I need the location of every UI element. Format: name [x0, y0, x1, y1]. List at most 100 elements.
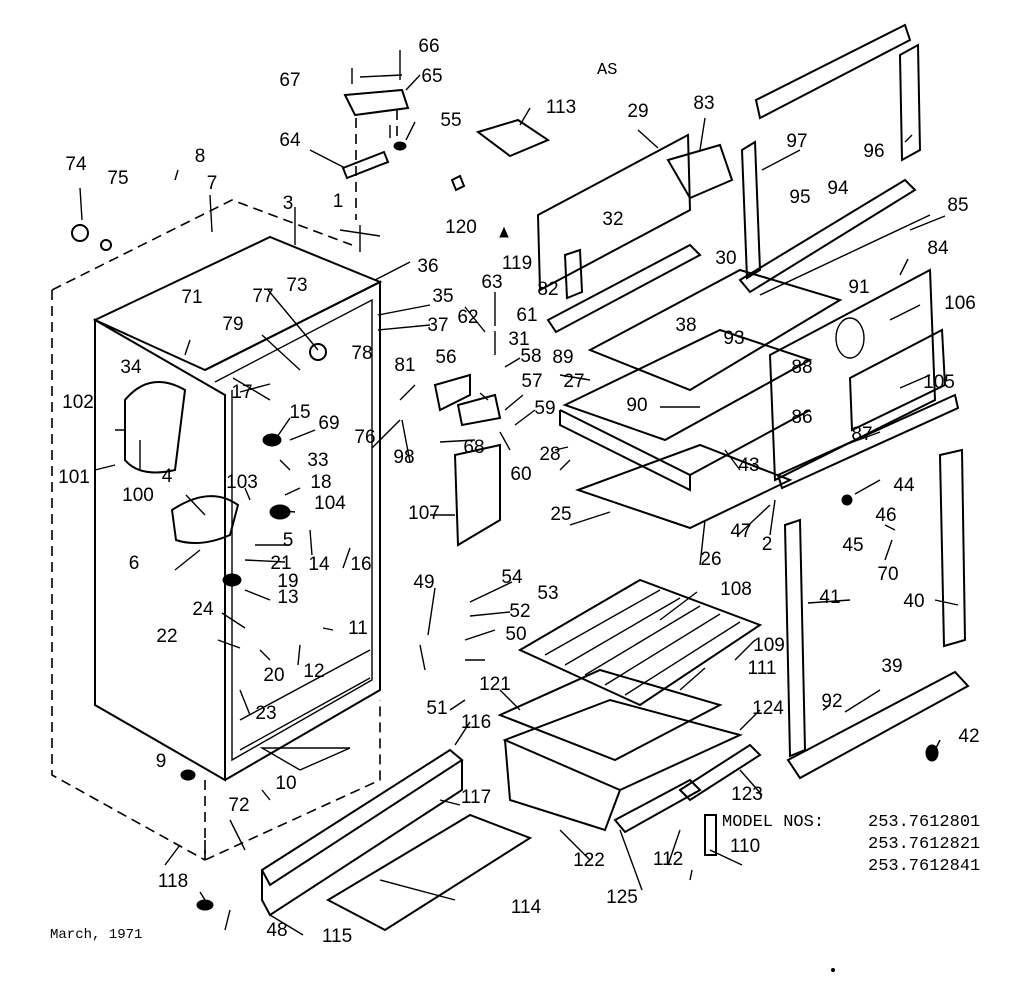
label-96: 96: [863, 141, 885, 162]
cabinet-front-frame: [204, 280, 381, 781]
strip-85: [759, 214, 931, 296]
label-55: 55: [440, 110, 462, 131]
label-110: 110: [729, 836, 761, 857]
model-number-3: 253.7612841: [868, 857, 981, 876]
label-118: 118: [157, 871, 189, 892]
part-119: [499, 226, 509, 238]
label-62: 62: [457, 307, 479, 328]
label-100: 100: [122, 485, 154, 506]
label-122: 122: [573, 850, 605, 871]
label-19: 19: [277, 571, 299, 592]
label-69: 69: [318, 413, 340, 434]
label-61: 61: [516, 305, 538, 326]
trim-40: [938, 448, 967, 648]
label-106: 106: [944, 293, 976, 314]
label-15: 15: [289, 402, 311, 423]
label-52: 52: [509, 601, 531, 622]
label-85: 85: [947, 195, 969, 216]
label-105: 105: [923, 372, 955, 393]
label-26: 26: [700, 549, 722, 570]
label-18: 18: [310, 472, 332, 493]
label-111: 111: [747, 658, 777, 679]
label-93: 93: [723, 328, 745, 349]
label-120: 120: [445, 217, 477, 238]
label-89: 89: [552, 347, 574, 368]
label-103: 103: [226, 472, 258, 493]
label-91: 91: [848, 277, 870, 298]
trim-96: [898, 43, 922, 162]
label-82: 82: [537, 279, 559, 300]
label-108: 108: [720, 579, 752, 600]
label-104: 104: [314, 493, 346, 514]
handle-112: [613, 778, 702, 834]
label-58: 58: [520, 346, 542, 367]
label-13: 13: [277, 587, 299, 608]
label-41: 41: [819, 587, 841, 608]
grille-bars: [544, 589, 741, 696]
label-78: 78: [351, 343, 373, 364]
part-9: [180, 769, 196, 781]
part-73: [309, 343, 327, 361]
label-84: 84: [927, 238, 949, 259]
plate-25: [575, 443, 793, 530]
label-98: 98: [393, 447, 415, 468]
label-44: 44: [893, 475, 915, 496]
date-footer: March, 1971: [50, 927, 143, 943]
label-43: 43: [738, 455, 760, 476]
label-114: 114: [510, 897, 542, 918]
label-6: 6: [128, 553, 140, 574]
hinge-plate: [343, 88, 410, 117]
cabinet-liner: [214, 298, 373, 762]
label-48: 48: [266, 920, 288, 941]
label-28: 28: [539, 444, 561, 465]
label-27: 27: [563, 371, 585, 392]
label-90: 90: [626, 395, 648, 416]
label-21: 21: [270, 553, 292, 574]
crisper-front: [504, 739, 621, 832]
label-40: 40: [903, 591, 925, 612]
cover-121: [497, 668, 723, 762]
label-121: 121: [479, 674, 511, 695]
label-8: 8: [194, 146, 206, 167]
shelf-grille: [517, 578, 763, 707]
strip-94: [738, 178, 917, 294]
knob-75: [100, 239, 112, 251]
rail-31: [546, 243, 702, 334]
label-38: 38: [675, 315, 697, 336]
label-73: 73: [286, 275, 308, 296]
label-107: 107: [408, 503, 440, 524]
label-3: 3: [282, 193, 294, 214]
label-45: 45: [842, 535, 864, 556]
compartment-83: [666, 143, 734, 200]
side-plate-34: [124, 381, 187, 474]
label-92: 92: [821, 691, 843, 712]
foot-118: [196, 899, 214, 911]
panel-29: [536, 133, 692, 292]
label-24: 24: [192, 599, 214, 620]
label-14: 14: [308, 554, 330, 575]
bottom-brace: [259, 747, 351, 771]
label-115: 115: [321, 926, 353, 947]
part-120: [450, 174, 466, 192]
label-60: 60: [510, 464, 532, 485]
knob-74: [71, 224, 89, 242]
part-104: [269, 504, 291, 520]
screw-46: [841, 494, 853, 506]
header-code: AS: [597, 61, 618, 80]
speck: [831, 968, 835, 972]
rail-44: [776, 393, 960, 490]
label-56: 56: [435, 347, 457, 368]
label-34: 34: [120, 357, 142, 378]
label-87: 87: [851, 424, 873, 445]
label-20: 20: [263, 665, 285, 686]
egg-tray: [475, 118, 551, 158]
cabinet-side: [94, 318, 226, 782]
label-25: 25: [550, 504, 572, 525]
label-51: 51: [426, 698, 448, 719]
clip-110: [704, 814, 717, 856]
label-30: 30: [715, 248, 737, 269]
label-36: 36: [417, 256, 439, 277]
label-57: 57: [521, 371, 543, 392]
